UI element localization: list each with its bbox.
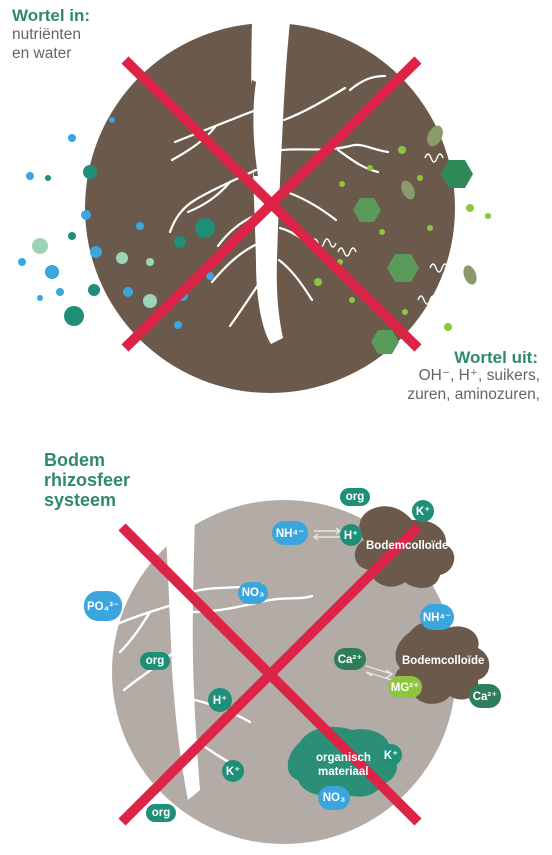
ca-left: Ca²⁺	[334, 648, 366, 670]
colloid-top-label: Bodemcolloïde	[366, 540, 448, 552]
h-exchange: H⁺	[340, 524, 362, 546]
org-top: org	[340, 488, 370, 506]
org-left: org	[140, 652, 170, 670]
mg: MG²⁺	[388, 676, 422, 698]
k-top: K⁺	[412, 500, 434, 522]
colloid-right-label: Bodemcolloïde	[402, 655, 484, 667]
po4: PO₄³⁻	[84, 591, 122, 621]
k-mid: K⁺	[222, 760, 244, 782]
no3-bottom: NO₃	[318, 786, 350, 810]
organic-material-line-2: materiaal	[318, 766, 369, 778]
nh4-right: NH⁴⁻	[420, 604, 454, 630]
org-bottom: org	[146, 804, 176, 822]
organic-material-line-1: organisch	[316, 752, 371, 764]
nh4-left: NH⁴⁻	[272, 521, 308, 545]
k-right: K⁺	[380, 744, 402, 766]
ca-right: Ca²⁺	[469, 684, 501, 708]
h-root: H⁺	[208, 688, 232, 712]
no3-top: NO₃	[238, 582, 268, 604]
